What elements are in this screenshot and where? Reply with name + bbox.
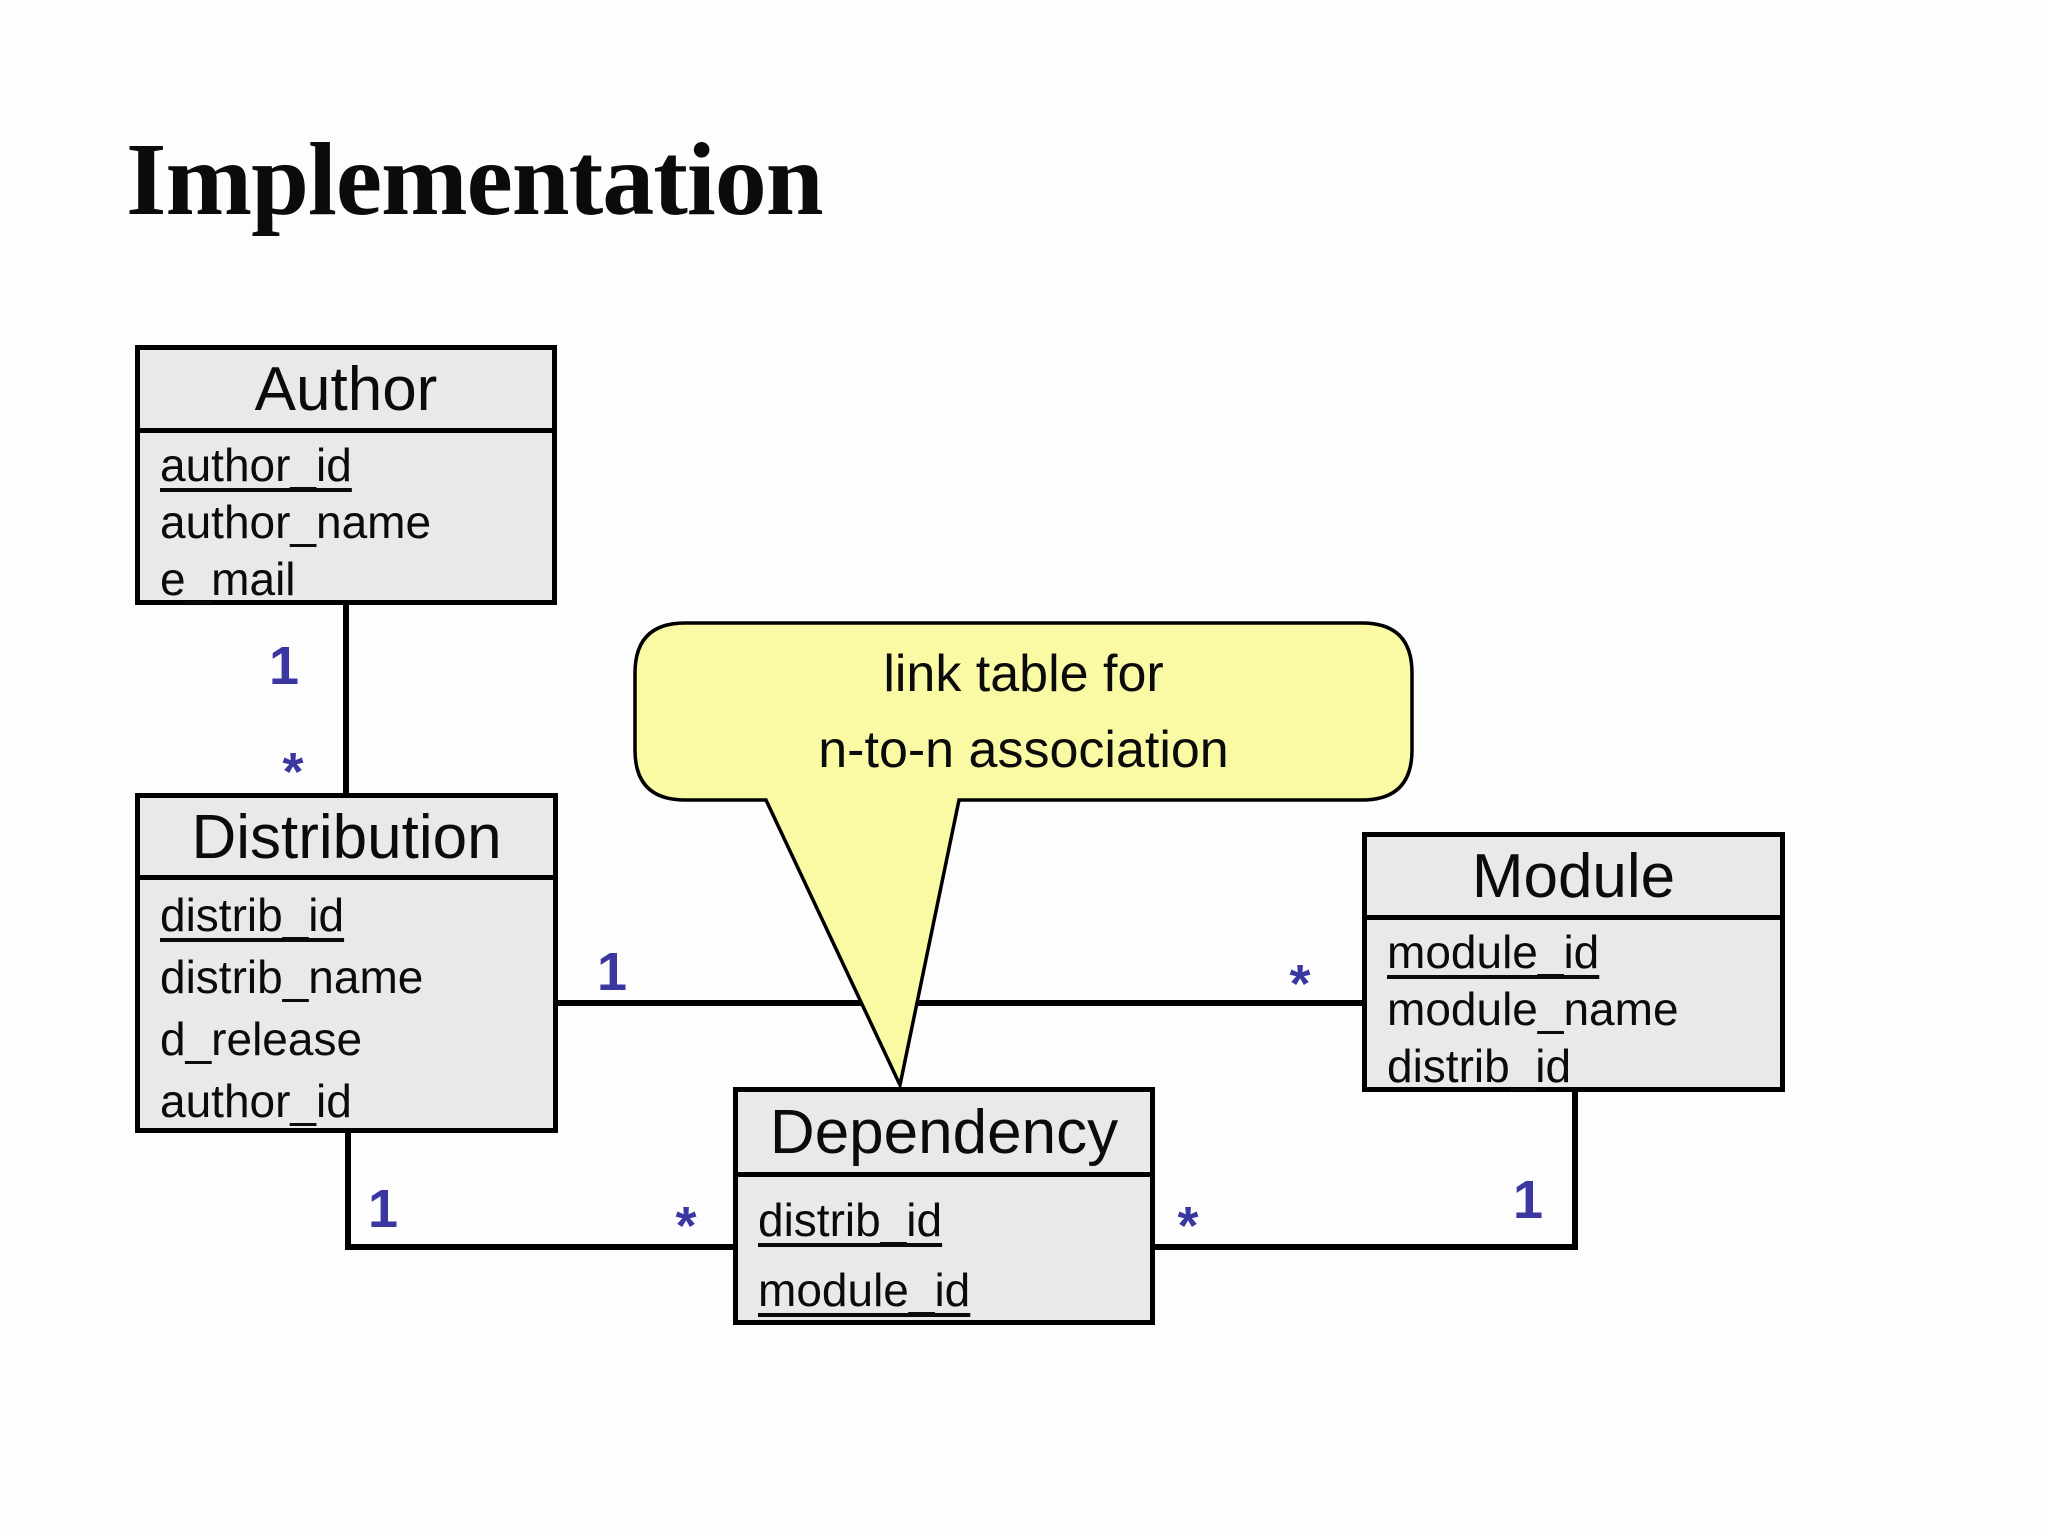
entity-distribution: Distribution distrib_id distrib_name d_r…	[135, 793, 558, 1133]
page-title: Implementation	[126, 122, 824, 237]
field-dependency-module-id: module_id	[758, 1264, 971, 1316]
entity-author-title: Author	[140, 350, 552, 433]
entity-module: Module module_id module_name distrib_id	[1362, 832, 1785, 1092]
field-module-name: module_name	[1387, 983, 1679, 1035]
entity-author-fields: author_id author_name e_mail	[140, 433, 552, 608]
field-distribution-author-id: author_id	[160, 1075, 352, 1127]
entity-distribution-title: Distribution	[140, 798, 553, 880]
cardinality-distribution-one: 1	[596, 942, 628, 1002]
cardinality-dependency-left-many: *	[675, 1196, 697, 1256]
field-distrib-name: distrib_name	[160, 951, 424, 1003]
entity-dependency-fields: distrib_id module_id	[738, 1177, 1150, 1325]
field-module-id: module_id	[1387, 926, 1600, 978]
cardinality-distribution-dependency-one: 1	[367, 1179, 399, 1239]
field-author-name: author_name	[160, 496, 432, 548]
callout-bubble	[633, 621, 1414, 1091]
cardinality-module-many: *	[1289, 954, 1311, 1014]
cardinality-module-dependency-one: 1	[1512, 1170, 1544, 1230]
entity-module-title: Module	[1367, 837, 1780, 920]
field-module-distrib-id: distrib_id	[1387, 1040, 1572, 1092]
field-e-mail: e_mail	[160, 553, 296, 605]
relationship-line-module-dependency	[1153, 1090, 1578, 1250]
cardinality-author-one: 1	[268, 636, 300, 696]
field-author-id: author_id	[160, 439, 352, 491]
relationship-line-distribution-dependency	[345, 1131, 735, 1250]
entity-dependency-title: Dependency	[738, 1092, 1150, 1177]
field-distrib-id: distrib_id	[160, 889, 345, 941]
cardinality-dependency-right-many: *	[1177, 1196, 1199, 1256]
field-d-release: d_release	[160, 1013, 363, 1065]
field-dependency-distrib-id: distrib_id	[758, 1194, 943, 1246]
entity-distribution-fields: distrib_id distrib_name d_release author…	[140, 880, 553, 1132]
cardinality-distribution-many: *	[282, 742, 304, 802]
entity-dependency: Dependency distrib_id module_id	[733, 1087, 1155, 1325]
entity-author: Author author_id author_name e_mail	[135, 345, 557, 605]
entity-module-fields: module_id module_name distrib_id	[1367, 920, 1780, 1095]
